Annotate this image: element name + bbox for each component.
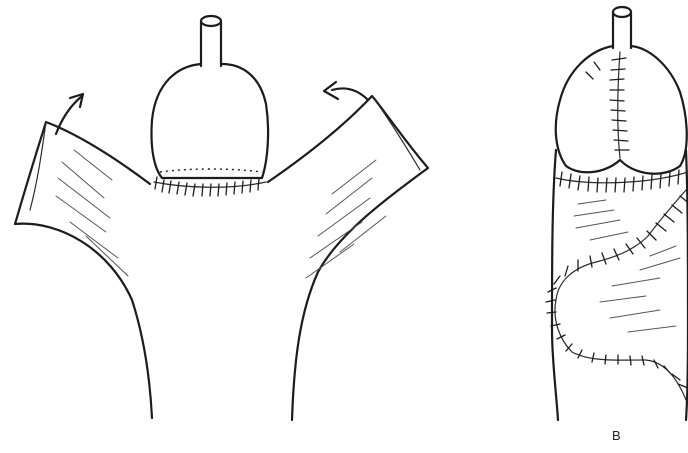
spiral-stitches-b	[546, 196, 688, 388]
shaft-outline-b	[552, 150, 558, 420]
catheter-b	[613, 7, 631, 48]
glans-midline-suture	[618, 52, 620, 158]
suture-stitches-a	[155, 177, 259, 196]
right-flap-fold	[372, 96, 420, 170]
glans-midline-stitches	[610, 58, 629, 150]
panel-b-label: B	[612, 428, 621, 443]
glans-a	[151, 64, 268, 178]
left-skin-flap	[15, 122, 152, 418]
coronal-suture-b	[556, 172, 688, 183]
catheter-a	[201, 16, 221, 66]
coronal-line-a	[160, 169, 262, 172]
glans-b	[556, 46, 687, 174]
right-flap-shading	[306, 160, 386, 278]
right-retraction-arrow	[324, 82, 368, 100]
panel-b	[546, 7, 688, 420]
left-flap-shading	[56, 150, 128, 276]
shaft-shading-b	[574, 200, 680, 332]
panel-a	[15, 16, 428, 420]
glans-edge-stitches	[586, 62, 600, 79]
